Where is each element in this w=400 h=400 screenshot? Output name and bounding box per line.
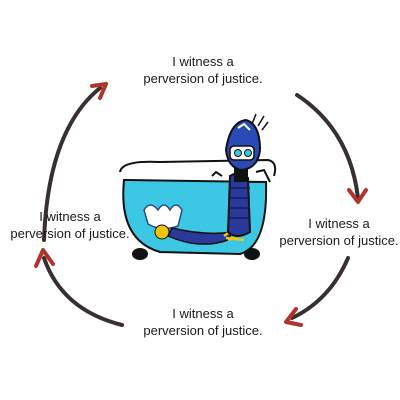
cycle-arrow-top-left xyxy=(42,82,108,242)
caption-left-line1: I witness a xyxy=(39,209,101,224)
yellow-ball xyxy=(154,224,170,240)
motion-lines xyxy=(251,113,269,131)
caption-top: I witness a perversion of justice. xyxy=(133,53,273,87)
tub-foot-right xyxy=(244,248,260,260)
bathtub-illustration xyxy=(119,113,277,260)
caption-right: I witness a perversion of justice. xyxy=(269,215,400,249)
caption-left-line2: perversion of justice. xyxy=(10,226,130,241)
caption-top-line1: I witness a xyxy=(172,54,234,69)
caption-left: I witness a perversion of justice. xyxy=(0,208,140,242)
cycle-arrow-bottom-left xyxy=(34,248,124,327)
caption-right-line2: perversion of justice. xyxy=(279,233,399,248)
cycle-arrow-top-right xyxy=(295,93,368,204)
caption-bottom: I witness a perversion of justice. xyxy=(133,305,273,339)
caption-bottom-line2: perversion of justice. xyxy=(143,323,263,338)
caption-top-line2: perversion of justice. xyxy=(143,71,263,86)
cycle-arrow-bottom-right xyxy=(284,256,350,327)
caption-right-line1: I witness a xyxy=(308,216,370,231)
caption-bottom-line1: I witness a xyxy=(172,306,234,321)
armored-body xyxy=(226,172,252,237)
helmet xyxy=(224,118,262,172)
tub-foot-left xyxy=(132,248,148,260)
